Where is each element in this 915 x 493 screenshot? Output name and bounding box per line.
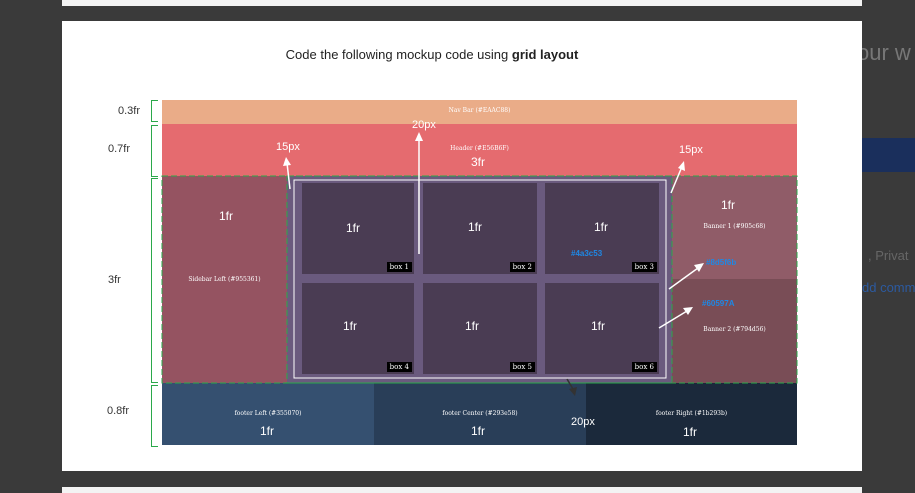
background-link: dd comm bbox=[862, 280, 915, 295]
background-strip-bottom bbox=[62, 487, 862, 493]
box-6-fr: 1fr bbox=[591, 319, 606, 333]
box-3: 1fr #4a3c53 box 3 bbox=[545, 183, 659, 274]
title-text: Code the following mockup code using bbox=[285, 47, 512, 62]
row-bracket-footer bbox=[151, 385, 158, 447]
box-2-tag: box 2 bbox=[509, 262, 535, 272]
row-label-header: 0.7fr bbox=[108, 143, 131, 155]
title-bold-text: grid layout bbox=[511, 47, 579, 62]
gap-right-label: 15px bbox=[679, 144, 703, 156]
box-3-fr: 1fr bbox=[594, 220, 609, 234]
row-label-footer: 0.8fr bbox=[107, 405, 130, 417]
image-modal: Code the following mockup code using gri… bbox=[62, 21, 862, 471]
footer-left-fr: 1fr bbox=[260, 424, 275, 438]
footer-right-area: footer Right (#1b293b) 1fr bbox=[586, 383, 797, 445]
box-hex-label: #4a3c53 bbox=[571, 249, 603, 258]
banner-1-fr: 1fr bbox=[721, 198, 736, 212]
background-button bbox=[862, 138, 915, 172]
box-2-fr: 1fr bbox=[468, 220, 483, 234]
navbar-area: Nav Bar (#EAAC88) bbox=[162, 100, 797, 124]
gap-bottom-label: 20px bbox=[571, 416, 595, 428]
footer-left-area: footer Left (#355070) 1fr bbox=[162, 383, 374, 445]
banner-1-area: 1fr Banner 1 (#905c68) #8d5f6b bbox=[672, 176, 797, 279]
footer-left-label: footer Left (#355070) bbox=[234, 410, 302, 417]
header-label: Header (#E56B6F) bbox=[450, 145, 509, 152]
box-4-tag: box 4 bbox=[386, 362, 412, 372]
gap-left-label: 15px bbox=[276, 141, 300, 153]
row-bracket-navbar bbox=[151, 100, 158, 122]
box-3-tag: box 3 bbox=[631, 262, 657, 272]
footer-center-fr: 1fr bbox=[471, 424, 486, 438]
box-5: 1fr box 5 bbox=[423, 283, 537, 374]
banner-1-label: Banner 1 (#905c68) bbox=[703, 223, 766, 230]
background-strip-top bbox=[62, 0, 862, 6]
navbar-label: Nav Bar (#EAAC88) bbox=[448, 107, 511, 114]
sidebar-label: Sidebar Left (#955361) bbox=[188, 276, 261, 283]
banner-2-area: #60597A Banner 2 (#794d56) bbox=[672, 279, 797, 383]
background-heading-text: our w bbox=[857, 40, 911, 65]
box-1-fr: 1fr bbox=[346, 221, 361, 235]
background-privacy-text: , Privat bbox=[868, 248, 909, 263]
footer-right-label: footer Right (#1b293b) bbox=[655, 410, 728, 417]
box-2: 1fr box 2 bbox=[423, 183, 537, 274]
box-5-tag: box 5 bbox=[509, 362, 535, 372]
footer-center-area: footer Center (#293e58) 1fr bbox=[374, 383, 586, 445]
row-label-main: 3fr bbox=[108, 274, 121, 286]
row-bracket-header bbox=[151, 125, 158, 177]
header-area: Header (#E56B6F) 3fr 15px 15px 20px bbox=[162, 119, 797, 176]
banner-1-hex: #8d5f6b bbox=[706, 258, 737, 267]
box-4: 1fr box 4 bbox=[302, 283, 414, 374]
box-1-tag: box 1 bbox=[386, 262, 412, 272]
footer-right-fr: 1fr bbox=[683, 425, 698, 439]
banner-2-label: Banner 2 (#794d56) bbox=[703, 326, 766, 333]
banner-2-hex: #60597A bbox=[702, 299, 735, 308]
box-5-fr: 1fr bbox=[465, 319, 480, 333]
gap-top-label: 20px bbox=[412, 119, 436, 131]
row-label-navbar: 0.3fr bbox=[118, 105, 141, 117]
header-fr: 3fr bbox=[471, 155, 486, 169]
box-4-fr: 1fr bbox=[343, 319, 358, 333]
box-6: 1fr box 6 bbox=[545, 283, 659, 374]
footer-center-label: footer Center (#293e58) bbox=[442, 410, 518, 417]
box-6-tag: box 6 bbox=[631, 362, 657, 372]
box-1: 1fr box 1 bbox=[302, 183, 414, 274]
modal-title: Code the following mockup code using gri… bbox=[62, 47, 802, 62]
row-bracket-main bbox=[151, 178, 158, 383]
sidebar-area: 1fr Sidebar Left (#955361) bbox=[162, 176, 287, 383]
sidebar-fr: 1fr bbox=[219, 209, 234, 223]
